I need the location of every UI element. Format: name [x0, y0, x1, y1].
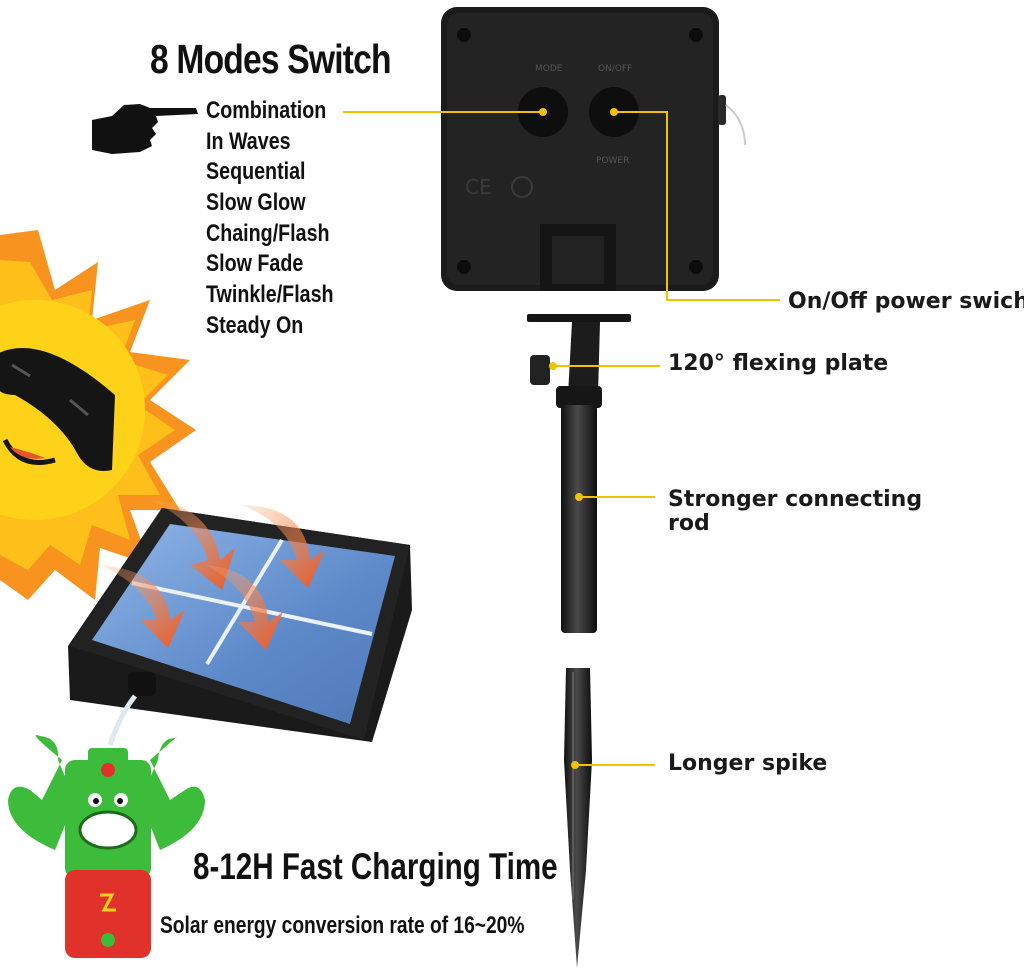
recycle-icon [511, 176, 533, 198]
rod-callout-line1: Stronger connecting [668, 487, 923, 512]
mode-item: In Waves [206, 127, 291, 155]
mode-item: Chaing/Flash [206, 219, 330, 247]
rod-callout-line2: rod [668, 511, 710, 536]
battery-mascot-icon [8, 735, 205, 958]
modes-list: Combination In Waves Sequential Slow Glo… [206, 96, 362, 342]
power-label: POWER [596, 156, 629, 166]
mode-item: Slow Glow [206, 189, 306, 217]
connecting-rod [527, 314, 631, 633]
conversion-rate-text: Solar energy conversion rate of 16~20% [160, 912, 525, 939]
power-switch-callout: On/Off power swich [788, 289, 1024, 314]
control-box [441, 7, 746, 291]
pointing-hand-icon [92, 104, 198, 154]
sun-sunglasses-icon [0, 230, 196, 600]
mode-item: Combination [206, 97, 327, 124]
flex-plate-callout: 120° flexing plate [668, 351, 889, 376]
callout-lines [343, 111, 780, 766]
mode-item: Steady On [206, 311, 304, 339]
solar-panel [68, 500, 412, 746]
mode-item: Sequential [206, 158, 306, 186]
callout-dots [549, 362, 583, 769]
mode-button-label: MODE [535, 64, 563, 74]
ground-spike [564, 668, 592, 968]
onoff-button-label: ON/OFF [598, 64, 632, 74]
spike-callout: Longer spike [668, 751, 828, 776]
charging-time-title: 8-12H Fast Charging Time [193, 846, 558, 887]
modes-title: 8 Modes Switch [150, 36, 392, 82]
ce-mark: CE [465, 175, 492, 199]
mode-item: Slow Fade [206, 250, 304, 278]
mode-item: Twinkle/Flash [206, 281, 334, 309]
